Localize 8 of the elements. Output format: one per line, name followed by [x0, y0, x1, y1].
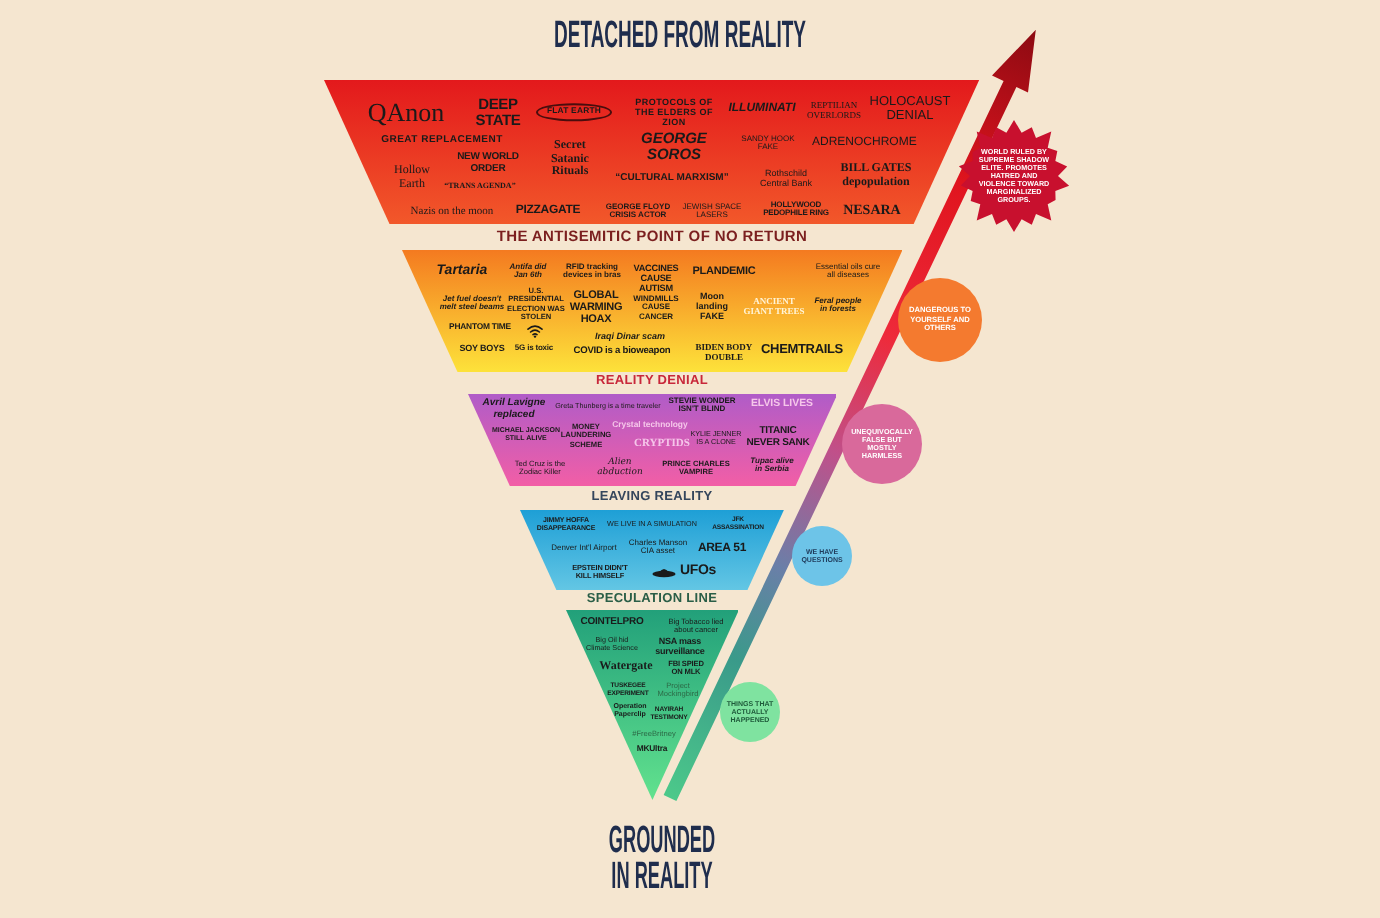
- diagram-title: DETACHED FROM REALITY: [554, 17, 806, 55]
- theory-label: QAnon: [365, 99, 447, 129]
- tier-band: [467, 372, 837, 486]
- tier-band: [401, 224, 903, 372]
- starburst-badge: [956, 118, 1072, 234]
- scale-end-label: GROUNDED IN REALITY: [606, 823, 718, 897]
- tier-band: [324, 80, 980, 224]
- tier-band: [520, 488, 784, 590]
